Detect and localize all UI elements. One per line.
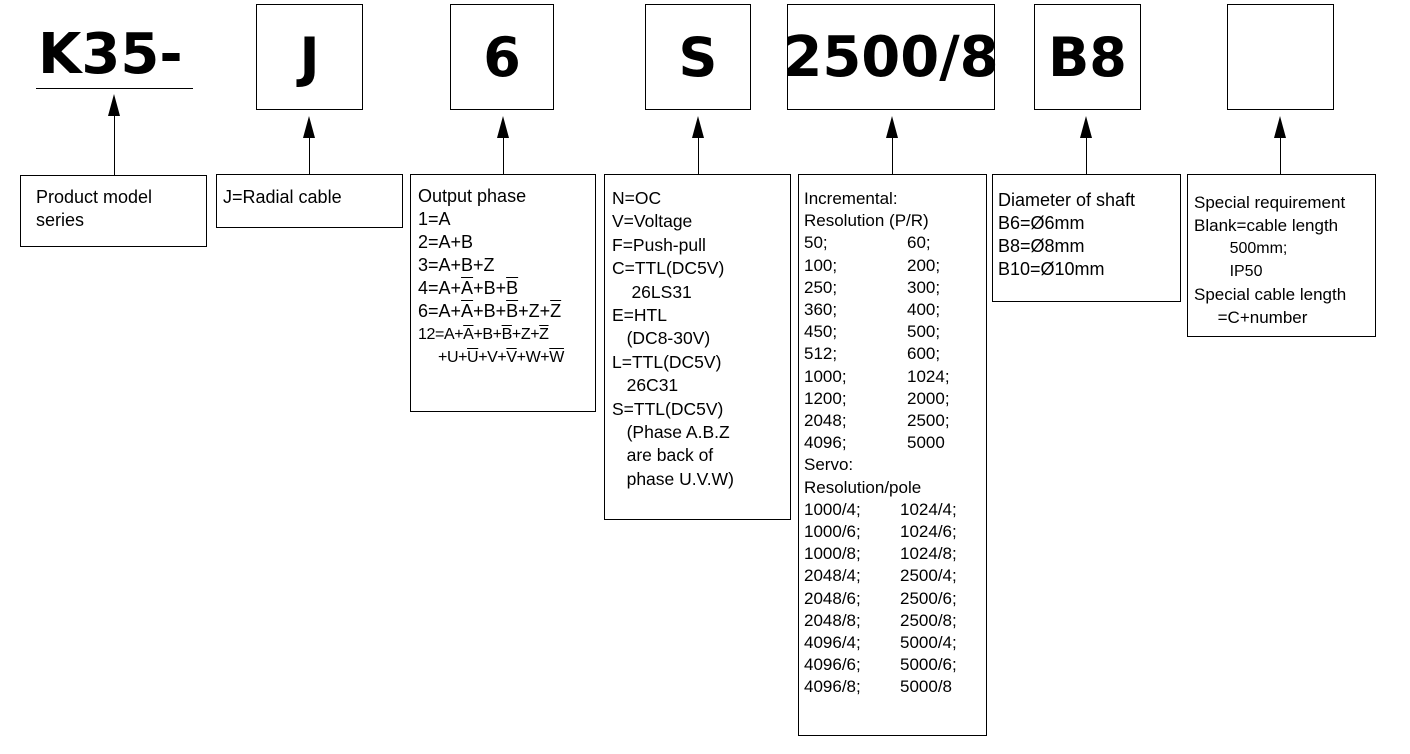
servo-title: Servo: <box>804 455 854 475</box>
output-line-10: S=TTL(DC5V) <box>612 398 724 419</box>
special-box: Special requirement Blank=cable length 5… <box>1187 174 1376 337</box>
phase-line-6: 6=A+A+B+B+Z+Z <box>418 301 562 321</box>
servo-row: 2048/6;2500/6; <box>804 588 957 608</box>
servo-row: 4096/4;5000/4; <box>804 633 957 653</box>
inc-row: 512;600; <box>804 344 941 364</box>
output-line-2: V=Voltage <box>612 211 693 232</box>
servo-row: 1000/4;1024/4; <box>804 499 957 519</box>
inc-row: 50;60; <box>804 233 931 253</box>
output-line-11: (Phase A.B.Z <box>612 422 730 443</box>
cable-box: J=Radial cable <box>216 174 403 228</box>
output-line-9: 26C31 <box>612 375 679 396</box>
output-line-4: C=TTL(DC5V) <box>612 258 725 279</box>
output-line-13: phase U.V.W) <box>612 468 734 489</box>
inc-row: 450;500; <box>804 322 941 342</box>
series-box: Product model series <box>20 175 207 247</box>
servo-row: 2048/8;2500/8; <box>804 610 957 630</box>
inc-row: 4096;5000 <box>804 433 945 453</box>
code-box-phase: 6 <box>450 4 554 110</box>
shaft-box: Diameter of shaft B6=Ø6mm B8=Ø8mm B10=Ø1… <box>992 174 1181 302</box>
special-line-6: =C+number <box>1194 308 1308 327</box>
output-line-12: are back of <box>612 445 714 466</box>
special-line-4: IP50 <box>1194 263 1263 280</box>
servo-row: 4096/6;5000/6; <box>804 655 957 675</box>
servo-subtitle: Resolution/pole <box>804 477 922 497</box>
output-line-5: 26LS31 <box>612 281 692 302</box>
code-resolution: 2500/8 <box>783 24 999 90</box>
shaft-line-3: B10=Ø10mm <box>998 259 1105 279</box>
servo-row: 1000/6;1024/6; <box>804 522 957 542</box>
inc-row: 1200;2000; <box>804 388 950 408</box>
inc-row: 250;300; <box>804 277 941 297</box>
output-line-8: L=TTL(DC5V) <box>612 351 722 372</box>
special-line-5: Special cable length <box>1194 285 1347 304</box>
code-shaft: B8 <box>1048 25 1127 89</box>
code-box-cable: J <box>256 4 363 110</box>
special-line-3: 500mm; <box>1194 240 1288 257</box>
phase-line-1: 1=A <box>418 209 451 229</box>
model-prefix: K35- <box>38 22 183 87</box>
code-box-special <box>1227 4 1334 110</box>
inc-subtitle: Resolution (P/R) <box>804 211 929 231</box>
code-box-output: S <box>645 4 751 110</box>
phase-line-2: 2=A+B <box>418 232 474 252</box>
output-line-3: F=Push-pull <box>612 234 706 255</box>
inc-title: Incremental: <box>804 189 898 208</box>
phase-line-3: 3=A+B+Z <box>418 255 495 275</box>
output-line-6: E=HTL <box>612 305 667 326</box>
shaft-title: Diameter of shaft <box>998 190 1136 210</box>
servo-row: 2048/4;2500/4; <box>804 566 957 586</box>
inc-row: 100;200; <box>804 255 941 275</box>
phase-title: Output phase <box>418 186 527 206</box>
code-box-resolution: 2500/8 <box>783 4 999 110</box>
phase-line-4: 4=A+A+B+B <box>418 278 519 298</box>
phase-line-12a: 12=A+A+B+B+Z+Z <box>418 326 549 343</box>
code-output: S <box>678 25 718 89</box>
phase-box: Output phase 1=A 2=A+B 3=A+B+Z 4=A+A+B+B… <box>410 174 596 412</box>
cable-line-1: J=Radial cable <box>223 187 342 207</box>
code-box-shaft: B8 <box>1034 4 1141 110</box>
output-box: N=OC V=Voltage F=Push-pull C=TTL(DC5V) 2… <box>604 174 791 520</box>
inc-row: 360;400; <box>804 300 941 320</box>
servo-row: 4096/8;5000/8 <box>804 677 952 697</box>
special-line-1: Special requirement <box>1194 193 1346 212</box>
servo-row: 1000/8;1024/8; <box>804 544 957 564</box>
code-cable: J <box>299 25 320 89</box>
output-line-7: (DC8-30V) <box>612 328 711 349</box>
code-phase: 6 <box>483 25 521 89</box>
special-line-2: Blank=cable length <box>1194 216 1339 235</box>
series-line-1: Product model <box>36 187 153 207</box>
inc-row: 1000;1024; <box>804 366 950 386</box>
series-line-2: series <box>36 210 85 230</box>
resolution-box: Incremental: Resolution (P/R) 50;60; 100… <box>798 174 987 736</box>
inc-row: 2048;2500; <box>804 411 950 431</box>
shaft-line-2: B8=Ø8mm <box>998 236 1085 256</box>
output-line-1: N=OC <box>612 188 662 208</box>
phase-line-12b: +U+U+V+V+W+W <box>438 349 564 366</box>
shaft-line-1: B6=Ø6mm <box>998 213 1085 233</box>
prefix-underline <box>36 88 193 89</box>
